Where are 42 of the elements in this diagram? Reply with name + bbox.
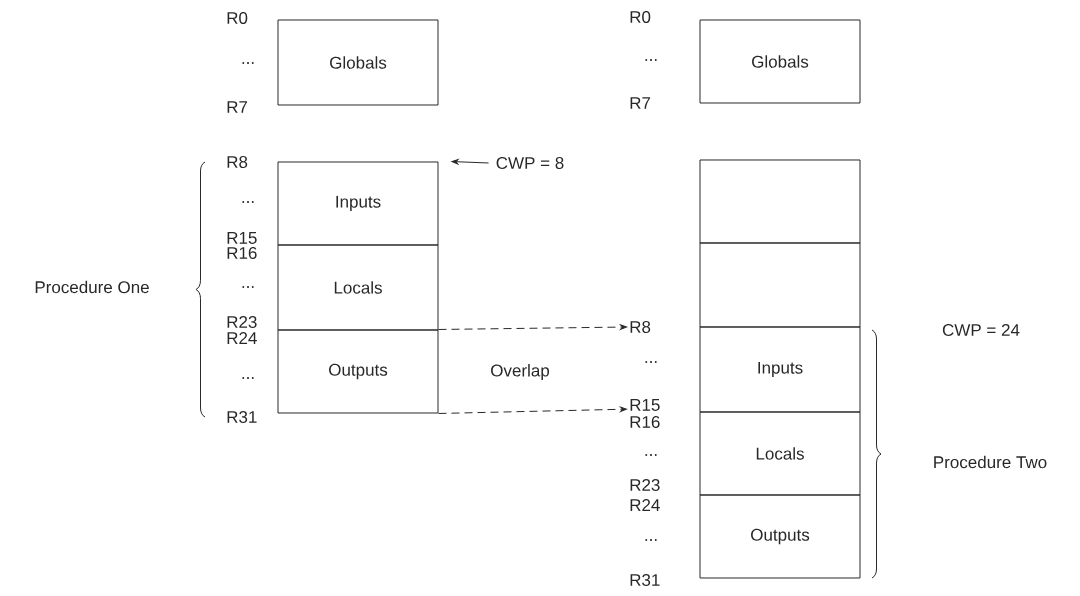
register-label: ... — [645, 361, 657, 363]
register-label: ... — [242, 286, 254, 288]
register-box: Locals — [699, 411, 861, 496]
register-label: ... — [645, 454, 657, 456]
pointer-label: CWP = 24 — [942, 323, 1020, 336]
register-label: R24 — [227, 332, 257, 344]
register-label: R23 — [227, 315, 257, 328]
register-label: ... — [242, 201, 254, 203]
register-label: ... — [645, 539, 657, 541]
register-label: R16 — [227, 246, 257, 259]
register-label: R15 — [227, 232, 257, 244]
arrow — [451, 159, 490, 165]
register-label: R7 — [227, 101, 248, 113]
register-box: Outputs — [699, 494, 861, 579]
register-label: R24 — [630, 499, 660, 511]
register-label: R23 — [630, 478, 660, 491]
register-box: Locals — [277, 244, 439, 331]
overlap-label: Overlap — [491, 364, 550, 380]
register-box: Globals — [699, 19, 861, 104]
register-label: R31 — [227, 410, 257, 423]
register-label: R16 — [630, 415, 660, 428]
empty-register-box — [699, 159, 861, 244]
register-label: R8 — [630, 320, 651, 333]
register-label: R7 — [630, 97, 651, 109]
register-box: Inputs — [699, 326, 861, 413]
register-box: Globals — [277, 19, 439, 106]
pointer-label: CWP = 8 — [496, 157, 564, 169]
register-label: ... — [645, 59, 657, 61]
arrow — [438, 406, 628, 414]
register-label: R8 — [227, 156, 248, 168]
empty-register-box — [699, 242, 861, 328]
register-label: ... — [242, 62, 254, 64]
procedure-label: Procedure One — [35, 280, 149, 294]
register-box: Outputs — [277, 329, 439, 414]
register-label: ... — [242, 377, 254, 379]
register-box: Inputs — [277, 161, 439, 246]
register-label: R0 — [630, 11, 651, 23]
procedure-label: Procedure Two — [934, 455, 1047, 469]
arrow — [438, 324, 628, 330]
register-label: R0 — [227, 12, 248, 24]
register-label: R15 — [630, 399, 660, 411]
register-label: R31 — [630, 573, 660, 586]
